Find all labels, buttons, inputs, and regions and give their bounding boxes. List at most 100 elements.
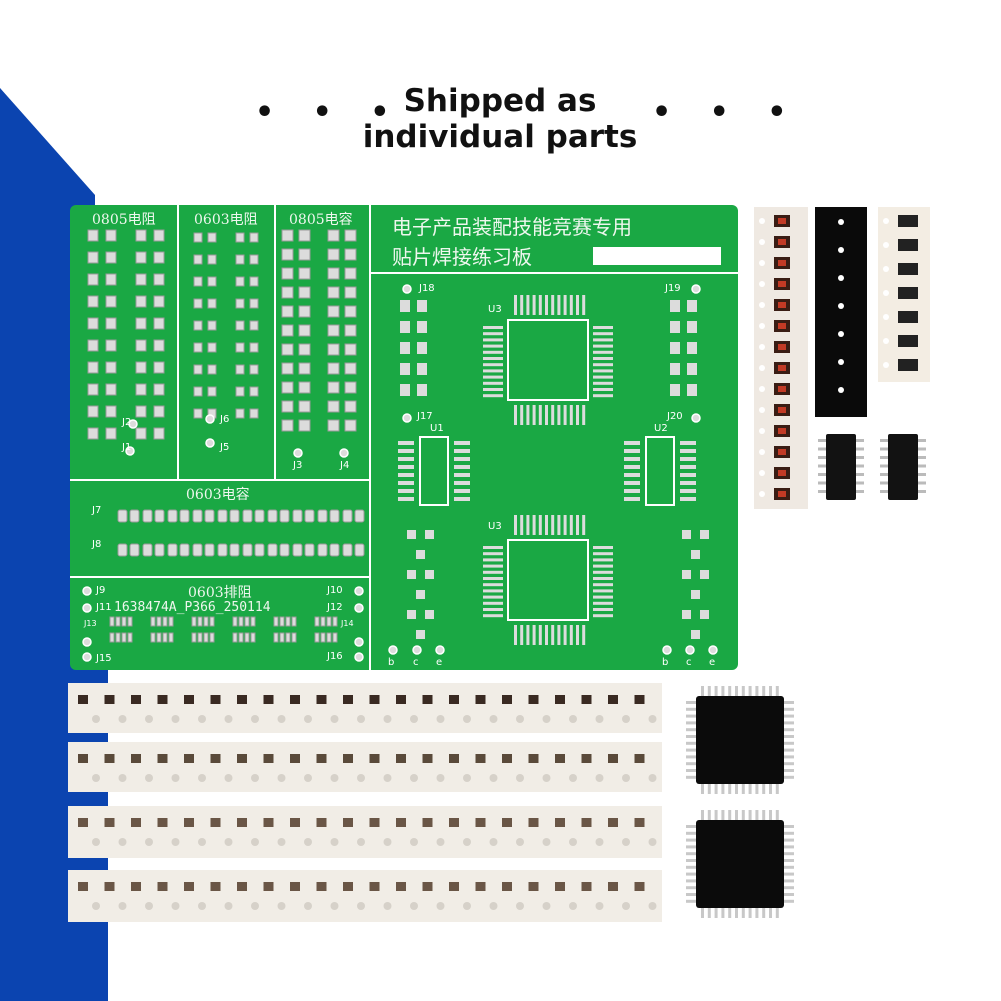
resistor-body bbox=[778, 302, 786, 308]
pad bbox=[193, 320, 203, 331]
pad bbox=[682, 530, 691, 539]
sprocket-hole bbox=[569, 902, 577, 910]
pad bbox=[680, 441, 696, 445]
pad bbox=[254, 543, 265, 557]
resistor-body bbox=[778, 218, 786, 224]
tape-part bbox=[184, 818, 194, 827]
pad bbox=[298, 286, 311, 299]
pad bbox=[526, 515, 530, 535]
pad bbox=[582, 405, 586, 425]
label-j9: J9 bbox=[96, 585, 106, 596]
pad bbox=[538, 295, 542, 315]
sprocket-hole bbox=[118, 715, 127, 723]
label-j6: J6 bbox=[220, 414, 230, 425]
pad bbox=[680, 489, 696, 493]
tape-part bbox=[422, 818, 433, 827]
qfp-pin bbox=[686, 755, 696, 759]
pad bbox=[121, 632, 127, 643]
sprocket-hole bbox=[883, 338, 889, 344]
qfp-pin bbox=[775, 686, 779, 696]
pad bbox=[483, 394, 503, 398]
tape-part bbox=[528, 695, 539, 704]
pad bbox=[298, 381, 311, 394]
qfp-pin bbox=[686, 831, 696, 835]
pad bbox=[563, 295, 567, 315]
qfp-pin bbox=[686, 707, 696, 711]
soic-pin bbox=[918, 481, 926, 485]
tape-part bbox=[343, 882, 353, 891]
pad bbox=[179, 509, 190, 523]
label-j13: J13 bbox=[84, 619, 97, 628]
soic-pin bbox=[880, 447, 888, 451]
pad bbox=[304, 543, 315, 557]
qfp-pin bbox=[721, 686, 725, 696]
sprocket-hole bbox=[883, 218, 889, 224]
sprocket-hole bbox=[145, 902, 153, 910]
qfp-pin bbox=[784, 859, 794, 862]
label-j2: J2 bbox=[122, 417, 132, 428]
resistor-body bbox=[778, 281, 786, 287]
pad bbox=[281, 267, 294, 280]
tape-part bbox=[290, 818, 300, 827]
pad bbox=[700, 530, 709, 539]
sprocket-hole bbox=[436, 902, 445, 910]
pad bbox=[207, 298, 217, 309]
tape-part bbox=[396, 695, 406, 704]
resistor-tape-parts bbox=[759, 215, 790, 500]
pad bbox=[593, 388, 613, 391]
qfp-pin bbox=[686, 735, 696, 738]
pad bbox=[483, 552, 503, 556]
sprocket-hole bbox=[277, 715, 286, 723]
pad bbox=[235, 298, 245, 309]
pad bbox=[576, 515, 579, 535]
label-c-right: c bbox=[686, 657, 692, 668]
pad bbox=[192, 543, 203, 557]
pad bbox=[154, 543, 165, 557]
pad bbox=[532, 515, 536, 535]
section-0603-capacitor: 0603电容 bbox=[186, 487, 250, 503]
qfp-pin bbox=[762, 784, 766, 794]
component-tape-1 bbox=[68, 683, 662, 733]
pad bbox=[168, 616, 174, 627]
label-u3-bottom: U3 bbox=[488, 521, 502, 532]
pad bbox=[344, 400, 357, 413]
qfp-pin bbox=[748, 810, 752, 820]
tape-1-parts bbox=[78, 695, 657, 723]
pad bbox=[87, 317, 99, 330]
qfp-pin bbox=[784, 845, 794, 849]
pad bbox=[514, 405, 517, 425]
part-code: 1638474A_P366_250114 bbox=[114, 600, 271, 615]
pad bbox=[483, 388, 503, 391]
pad bbox=[483, 344, 503, 348]
qfp-pin bbox=[686, 728, 696, 732]
tape-part bbox=[475, 818, 486, 827]
sprocket-hole bbox=[198, 902, 206, 910]
pad bbox=[687, 321, 697, 333]
pad bbox=[454, 481, 470, 485]
pad bbox=[680, 497, 696, 501]
pad bbox=[344, 229, 357, 242]
pad bbox=[398, 489, 414, 493]
tape-part bbox=[475, 754, 486, 763]
pad bbox=[135, 383, 147, 396]
qfp-pin bbox=[784, 893, 794, 896]
resistor-body bbox=[778, 470, 786, 476]
pad bbox=[557, 295, 561, 315]
qfp-pin bbox=[784, 831, 794, 835]
qfp-pin bbox=[748, 784, 752, 794]
pad bbox=[298, 324, 311, 337]
pad bbox=[398, 497, 414, 501]
sprocket-hole bbox=[357, 902, 365, 910]
pad bbox=[327, 305, 340, 318]
pad bbox=[327, 286, 340, 299]
pad bbox=[400, 321, 410, 333]
tape-part bbox=[449, 882, 459, 891]
tape-part bbox=[396, 754, 406, 763]
qfp-pin bbox=[775, 810, 779, 820]
qfp-pin bbox=[707, 908, 711, 918]
tape-part bbox=[502, 754, 512, 763]
board-title-line-1: 电子产品装配技能竞赛专用 bbox=[392, 215, 632, 239]
sprocket-hole bbox=[304, 715, 312, 723]
soic-chip-right-art bbox=[880, 434, 926, 500]
pad bbox=[87, 295, 99, 308]
